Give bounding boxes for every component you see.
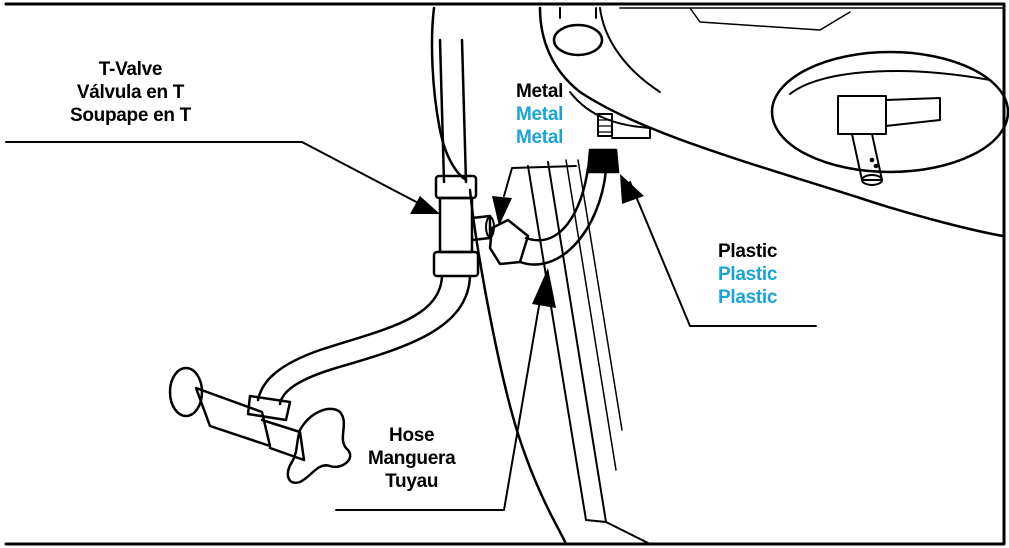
hose-outer: [518, 168, 608, 266]
t-valve-side-port: [470, 214, 492, 242]
hose-inner: [524, 166, 590, 242]
label-hose-es: Manguera: [368, 448, 456, 469]
tank-body-curve: [538, 6, 1005, 238]
pedestal-panel-2: [547, 161, 607, 523]
tank-fitting: [597, 113, 613, 137]
callout-line-metal: [503, 165, 577, 197]
label-plastic-es: Plastic: [718, 264, 778, 285]
label-metal-fr: Metal: [516, 127, 564, 148]
callout-line-plastic: [629, 181, 817, 327]
tank-bolt: [559, 7, 597, 19]
supply-pipe-lower-inner: [278, 274, 472, 406]
flush-valve-base: [861, 174, 883, 186]
label-t-valve: T-Valve Válvula en T Soupape en T: [70, 58, 191, 127]
pedestal-panel-4: [577, 159, 623, 431]
label-hose: Hose Manguera Tuyau: [368, 424, 456, 493]
label-hose-fr: Tuyau: [385, 471, 439, 492]
shutoff-body: [194, 386, 272, 448]
callout-line-hose: [335, 299, 541, 511]
t-valve-bottom-nut: [432, 250, 480, 278]
tank-top-detail: [689, 7, 851, 31]
tank-inner-curve: [599, 7, 661, 93]
supply-pipe-lower: [256, 274, 444, 402]
arrow-t-valve: [410, 196, 440, 214]
label-t-valve-fr: Soupape en T: [70, 105, 191, 126]
arrow-metal: [492, 196, 512, 226]
shutoff-handle: [286, 407, 352, 485]
label-plastic: Plastic Plastic Plastic: [718, 240, 777, 309]
frame-border: [4, 2, 1006, 546]
arrow-plastic: [620, 174, 644, 204]
tank-hole: [552, 23, 604, 57]
label-metal-es: Metal: [516, 104, 564, 125]
arrow-hose: [532, 268, 556, 308]
bowl-opening-inner: [789, 70, 991, 95]
label-plastic-en: Plastic: [718, 241, 778, 262]
flush-valve-body: [837, 95, 887, 135]
hose-nut: [488, 218, 530, 266]
shutoff-stem: [260, 418, 306, 462]
pedestal-base: [585, 519, 651, 545]
tank-left-edge: [430, 6, 468, 182]
pedestal-left: [468, 188, 568, 546]
t-valve-body: [438, 196, 474, 254]
label-hose-en: Hose: [389, 425, 435, 446]
tank-bottom: [569, 91, 651, 139]
label-t-valve-en: T-Valve: [98, 59, 163, 80]
supply-pipe-upper: [438, 38, 468, 184]
callout-line-t-valve: [5, 141, 425, 207]
label-t-valve-es: Válvula en T: [76, 82, 185, 103]
label-plastic-fr: Plastic: [718, 287, 778, 308]
hose-fitting: [586, 148, 620, 174]
bowl-opening-outer: [770, 50, 1009, 174]
label-metal: Metal Metal Metal: [516, 80, 563, 149]
pedestal-panel-1: [527, 165, 587, 521]
shutoff-cap: [168, 366, 204, 418]
flush-valve-stem: [851, 133, 883, 181]
label-metal-en: Metal: [516, 81, 564, 102]
flush-valve-cap: [885, 97, 941, 127]
